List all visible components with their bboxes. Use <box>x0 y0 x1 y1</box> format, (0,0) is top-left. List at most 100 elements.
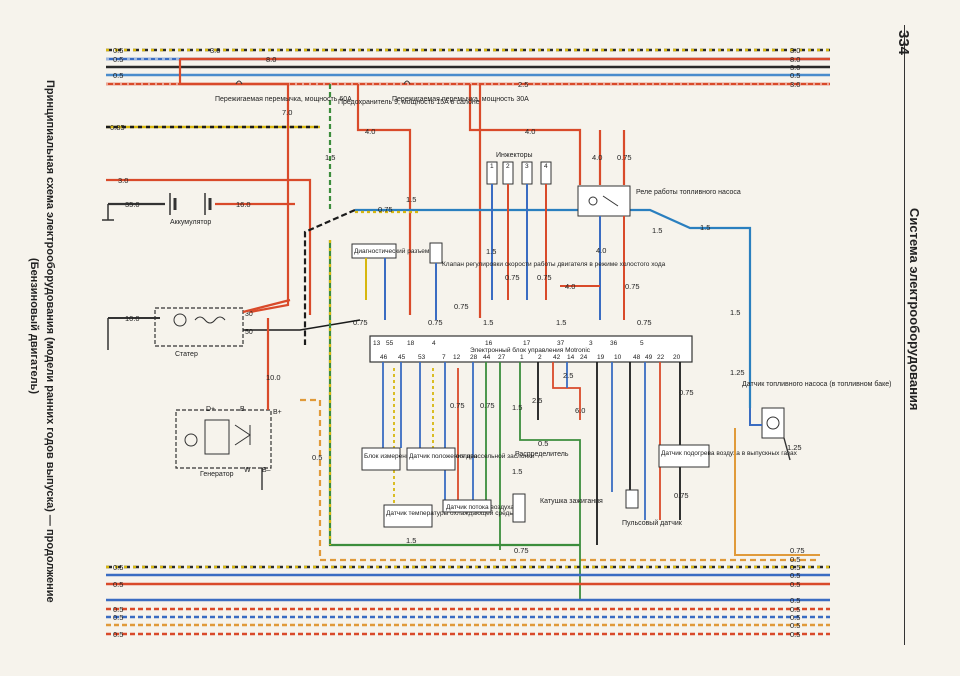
gauge-label: 1.5 <box>556 318 566 327</box>
air-temp-sensor-label: Датчик подогрева воздуха в выпускных газ… <box>661 450 798 457</box>
injectors: Инжекторы 1 2 3 4 <box>486 152 552 300</box>
gauge-label: 3.0 <box>118 176 128 185</box>
page-number: 334 <box>895 30 912 56</box>
feed-wires <box>106 59 626 318</box>
ecu-pin: 1 <box>520 354 524 361</box>
ecu-lower-wires <box>382 362 681 600</box>
ecu: Электронный блок управления Motronic 13 … <box>369 335 693 363</box>
throttle-sensor-label: Датчик положения дроссельной заслонки <box>409 452 535 460</box>
generator-label: Генератор <box>200 471 234 478</box>
gauge-label: 1.5 <box>700 223 710 232</box>
ecu-pin: 49 <box>645 354 653 361</box>
gauge-label: 3.0 <box>790 63 800 72</box>
section-title: Система электрооборудования <box>907 208 922 411</box>
ecu-pin: 44 <box>483 354 491 361</box>
gauge-label: 0.75 <box>679 388 694 397</box>
gauge-label: 4.0 <box>525 127 535 136</box>
fuel-pump-relay-label: Реле работы топливного насоса <box>636 188 741 196</box>
gauge-label: 1.5 <box>730 308 740 317</box>
gauge-label: 0.5 <box>790 555 800 564</box>
figure-subcaption: (Бензиновый двигатель) <box>28 258 40 395</box>
gauge-label: 0.75 <box>617 153 632 162</box>
gauge-label: 1.5 <box>652 226 662 235</box>
ecu-pin: 53 <box>418 354 426 361</box>
coolant-sensor-label: Датчик температуры охлаждающей среды <box>386 509 514 517</box>
gauge-label: 0.75 <box>625 282 640 291</box>
gauge-label: 6.0 <box>575 406 585 415</box>
pulse-sensor-label: Пульсовый датчик <box>622 519 683 527</box>
gauge-label: 0.5 <box>790 596 800 605</box>
gauge-label: 0.75 <box>514 546 529 555</box>
gauge-label: 0.5 <box>790 563 800 572</box>
gauge-label: 4.0 <box>592 153 602 162</box>
gauge-label: 0.75 <box>428 318 443 327</box>
air-flow-sensor: Датчик потока воздуха <box>442 499 514 513</box>
gauge-label: 0.5 <box>790 605 800 614</box>
gauge-label: 1.25 <box>787 443 802 452</box>
gauge-label: 2.5 <box>532 396 542 405</box>
gauge-label: 0.75 <box>378 205 393 214</box>
gauge-label: 0.75 <box>674 491 689 500</box>
ecu-pin: 48 <box>633 354 641 361</box>
ecu-pin: 13 <box>373 340 381 347</box>
ecu-pin: 24 <box>580 354 588 361</box>
gauge-label: 1.5 <box>483 318 493 327</box>
diag-feed <box>303 208 752 408</box>
figure-caption: Принципиальная схема электрооборудования… <box>44 80 56 603</box>
ecu-pin: 22 <box>657 354 665 361</box>
gauge-label: 0.75 <box>537 273 552 282</box>
gauge-label: 0.85 <box>110 123 125 132</box>
ecu-pin: 19 <box>597 354 605 361</box>
gauge-label: 0.5 <box>113 563 123 572</box>
gauge-label: 10.0 <box>125 314 140 323</box>
gauge-label: 3.0 <box>790 80 800 89</box>
gauge-label: 3.0 <box>790 46 800 55</box>
gauge-label: 2.5 <box>563 371 573 380</box>
ecu-pins-top: 13 55 18 4 16 17 37 3 36 5 <box>373 340 644 347</box>
gauge-label: 0.75 <box>450 401 465 410</box>
fuel-pump-sensor: Датчик топливного насоса (в топливном ба… <box>734 380 891 556</box>
distributor: Распределитель <box>515 451 569 458</box>
gauge-label: 35.0 <box>125 200 140 209</box>
ecu-pin: 28 <box>470 354 478 361</box>
fuse-labels: Пережигаемая перемычка, мощность 60А Пре… <box>215 80 529 106</box>
gauge-label: 0.75 <box>790 546 805 555</box>
ecu-pin: 17 <box>523 340 531 347</box>
wire-gauge-labels: 0.5 3.0 3.0 0.5 8.0 8.0 3.0 0.5 0.5 3.0 … <box>110 46 805 639</box>
pulse-sensor: Пульсовый датчик <box>622 489 683 527</box>
gauge-label: 0.5 <box>538 439 548 448</box>
gauge-label: 0.5 <box>113 580 123 589</box>
ecu-pin: 45 <box>398 354 406 361</box>
gauge-label: 10.0 <box>266 373 281 382</box>
gauge-label: 1.5 <box>325 153 335 162</box>
gauge-label: 0.5 <box>113 55 123 64</box>
gauge-label: 4.0 <box>596 246 606 255</box>
idle-valve: Клапан регулировки скорости работы двига… <box>429 242 666 320</box>
gauge-label: 0.5 <box>790 613 800 622</box>
top-harness <box>106 48 830 129</box>
ecu-pin: 5 <box>640 340 644 347</box>
starter-terminal-30: 30 <box>245 311 253 318</box>
gauge-label: 4.0 <box>565 282 575 291</box>
gauge-label: 4.0 <box>365 127 375 136</box>
ecu-pin: 10 <box>614 354 622 361</box>
ecu-pin: 20 <box>673 354 681 361</box>
air-temp-sensor: Датчик подогрева воздуха в выпускных газ… <box>658 444 798 468</box>
ecu-pin: 4 <box>432 340 436 347</box>
injectors-label: Инжекторы <box>496 152 533 159</box>
ecu-pin: 12 <box>453 354 461 361</box>
ecu-pins-bottom: 46 45 53 7 12 28 44 27 1 2 42 14 24 19 1… <box>380 354 681 361</box>
gauge-label: 1.5 <box>512 403 522 412</box>
gauge-label: 0.5 <box>113 71 123 80</box>
gauge-label: 8.0 <box>790 55 800 64</box>
gauge-label: 0.5 <box>312 453 322 462</box>
gauge-label: 1.5 <box>486 247 496 256</box>
starter-terminal-50: 50 <box>245 329 253 336</box>
gauge-label: 1.5 <box>406 536 416 545</box>
coolant-sensor: Датчик температуры охлаждающей среды <box>383 504 514 528</box>
fuse-9-label: Предохранитель 9, мощность 15А в салоне <box>338 99 480 106</box>
page-divider <box>904 25 905 645</box>
ecu-pin: 46 <box>380 354 388 361</box>
